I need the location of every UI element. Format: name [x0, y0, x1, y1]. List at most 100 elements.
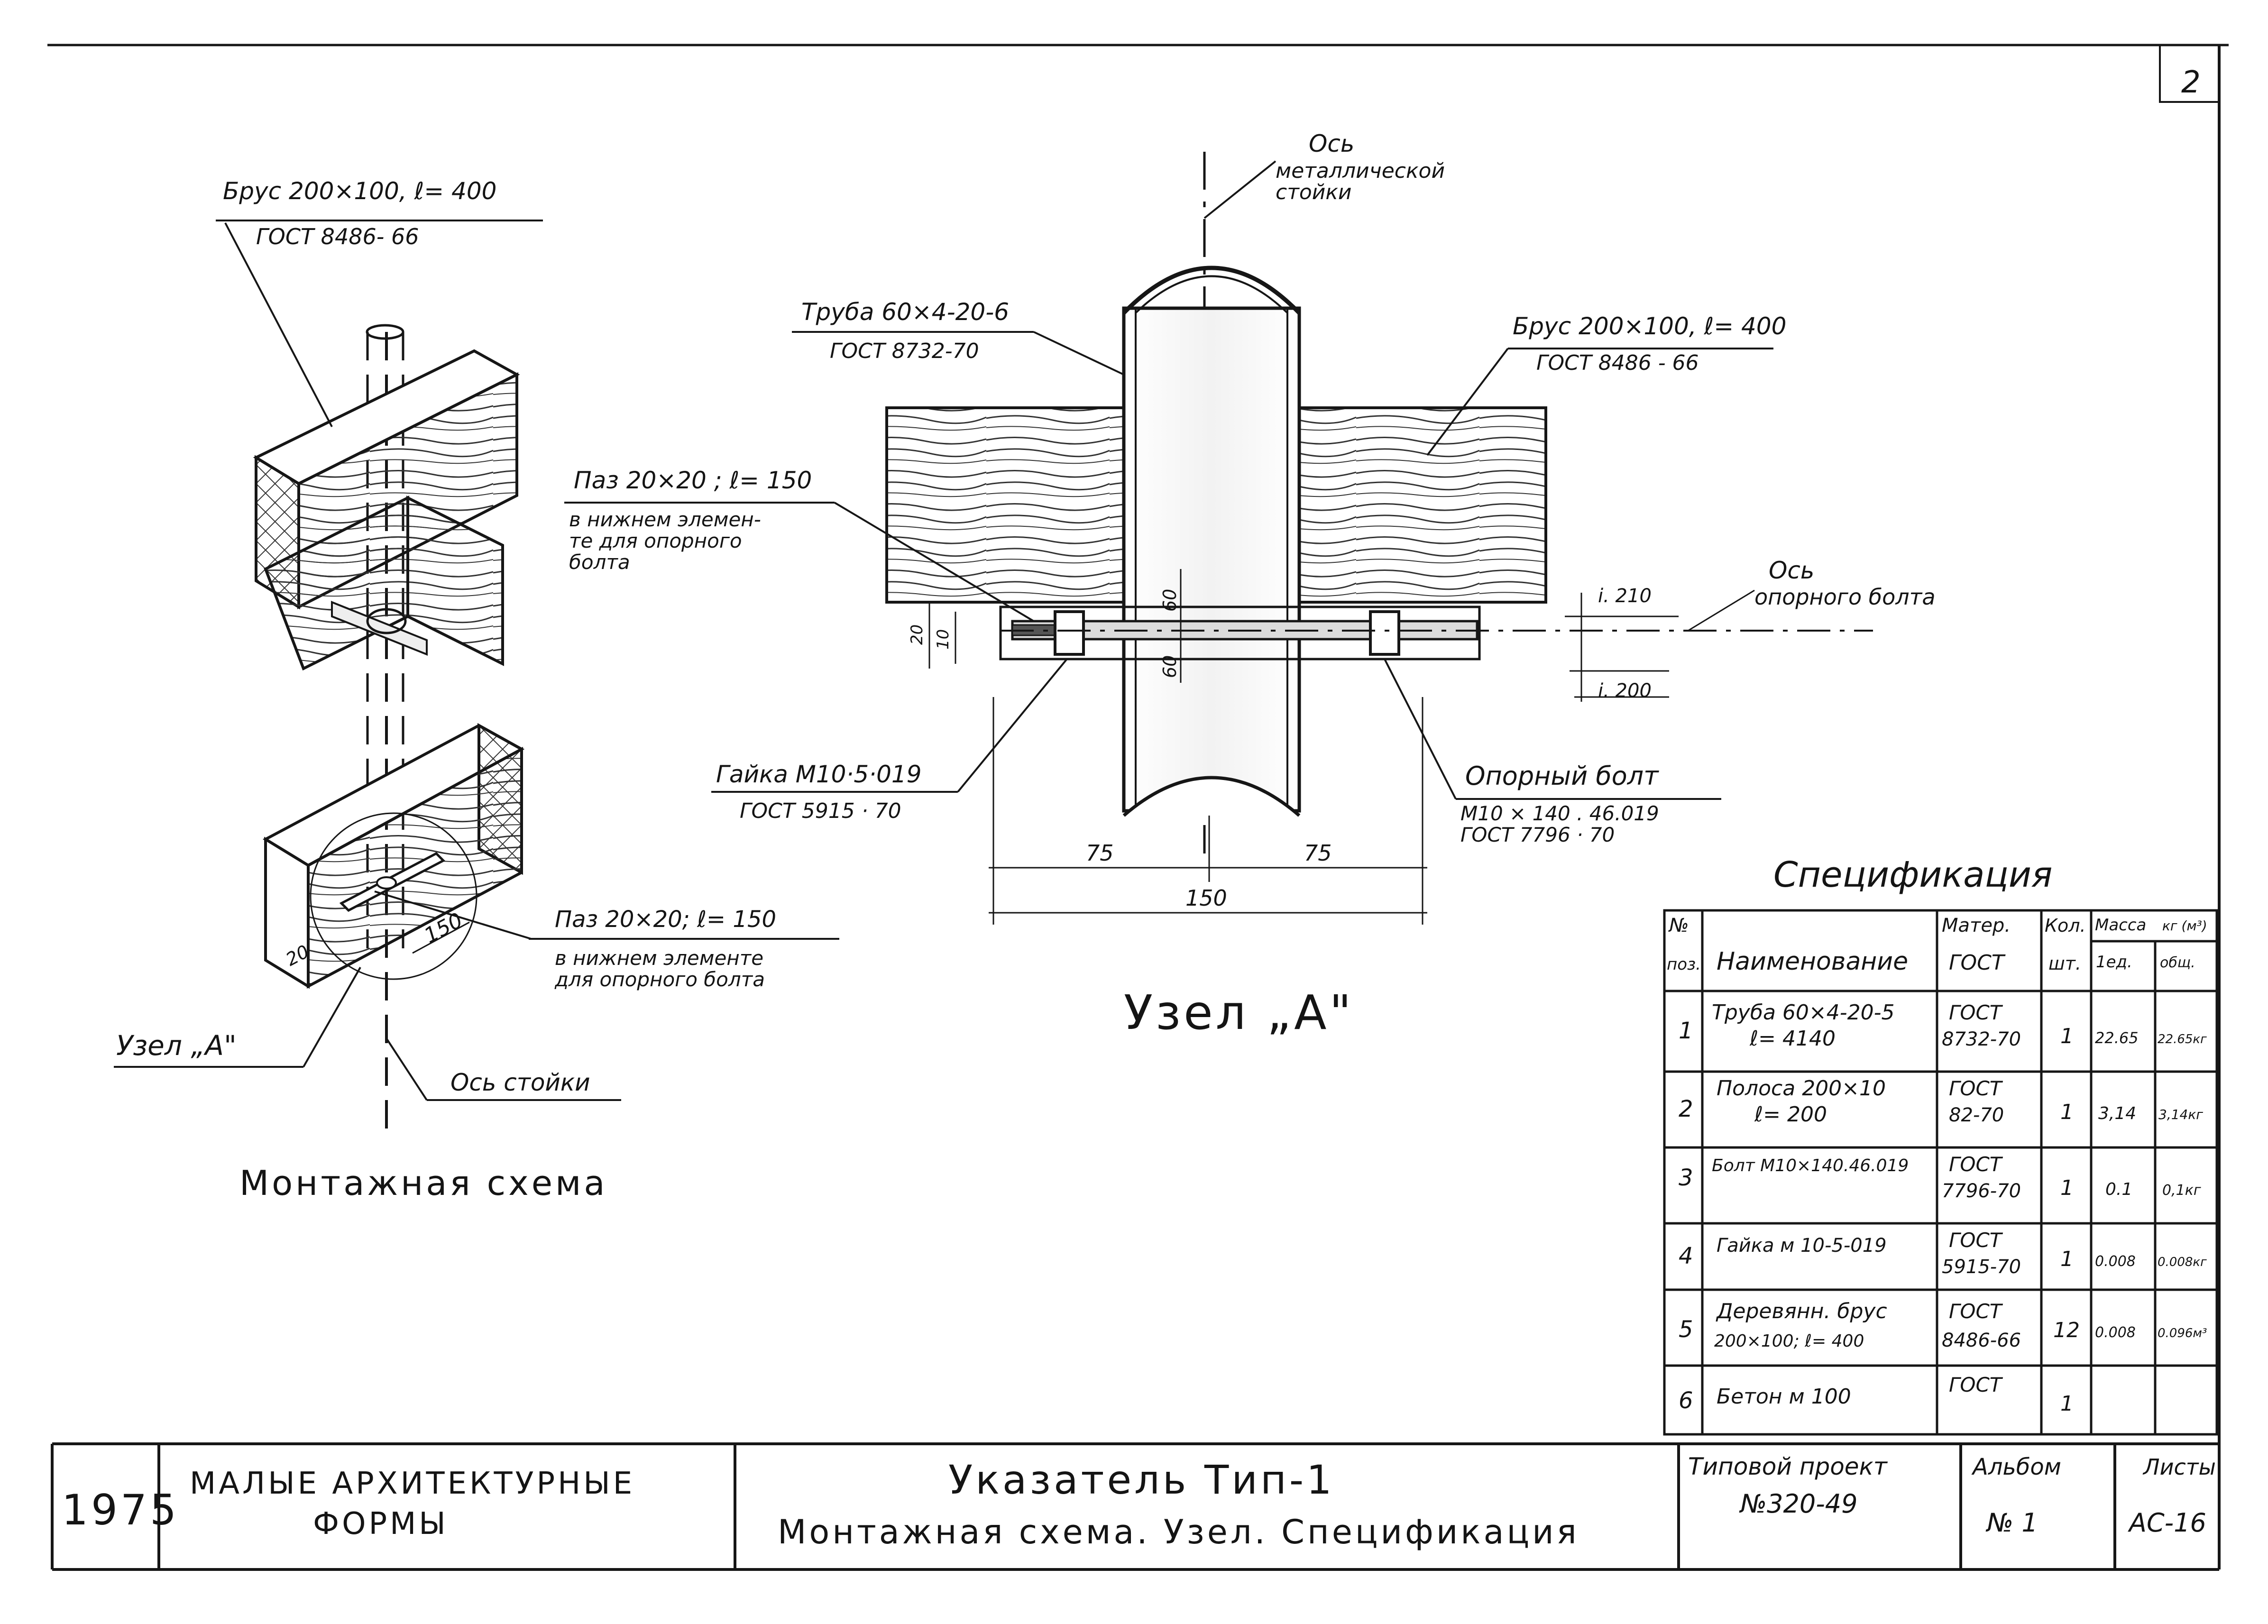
row-unit: 0.1	[2105, 1180, 2132, 1199]
hdr-pos-1: №	[1668, 915, 1689, 936]
row-mat: ГОСТ	[1949, 1001, 2003, 1024]
sheet-number-box: 2	[2159, 45, 2219, 103]
row-pos: 3	[1679, 1165, 1693, 1191]
row-unit: 22.65	[2095, 1029, 2139, 1047]
hdr-mass-1: Масса	[2095, 916, 2146, 935]
row-qty: 1	[2060, 1247, 2074, 1271]
gaika-size: Гайка М10·5·019	[716, 761, 922, 788]
pipe	[1122, 266, 1301, 817]
row-name: Бетон м 100	[1717, 1385, 1851, 1409]
table-row: 1 Труба 60×4-20-5 ℓ= 4140 ГОСТ 8732-70 1…	[1679, 1000, 2207, 1051]
os-bolt-1: Ось	[1769, 557, 1814, 584]
dim-20: 20	[908, 624, 927, 645]
paz-mid-size: Паз 20×20 ; ℓ= 150	[574, 467, 812, 494]
row-total: 0.008кг	[2158, 1255, 2207, 1269]
brus-right-gost: ГОСТ 8486 - 66	[1536, 351, 1699, 375]
dim-75-right: 75	[1304, 840, 1332, 866]
table-row: 4 Гайка м 10-5-019 ГОСТ 5915-70 1 0.008 …	[1679, 1229, 2207, 1278]
row-name-2: ℓ= 200	[1754, 1102, 1827, 1127]
paz-left-line3: для опорного болта	[554, 968, 765, 991]
groove-channel	[999, 606, 1481, 661]
truba-gost: ГОСТ 8732-70	[830, 339, 979, 363]
spec-grid	[1663, 909, 2218, 1436]
brus-top-gost: ГОСТ 8486- 66	[256, 224, 419, 249]
sheet-code: АС-16	[2128, 1508, 2206, 1538]
row-qty: 1	[2060, 1100, 2074, 1124]
hdr-mat-1: Матер.	[1942, 915, 2011, 936]
org-line-2: ФОРМЫ	[313, 1506, 449, 1541]
gaika-gost: ГОСТ 5915 · 70	[740, 799, 901, 823]
row-mat: ГОСТ	[1949, 1153, 2003, 1176]
row-total: 22.65кг	[2158, 1032, 2207, 1046]
drawing-title-1: Указатель Тип-1	[948, 1457, 1335, 1503]
row-name-2: ℓ= 4140	[1749, 1027, 1836, 1051]
upper-beam-2	[264, 495, 504, 671]
row-unit: 0.008	[2095, 1324, 2136, 1341]
row-unit: 0.008	[2095, 1253, 2136, 1270]
table-row: 5 Деревянн. брус 200×100; ℓ= 400 ГОСТ 84…	[1679, 1299, 2207, 1351]
row-mat-2: 82-70	[1949, 1104, 2004, 1126]
paz-left-line2: в нижнем элементе	[555, 946, 763, 970]
year: 1975	[62, 1486, 179, 1534]
paz-mid-line2: в нижнем элемен-	[569, 508, 761, 531]
row-total: 3,14кг	[2158, 1107, 2203, 1122]
uzel-a-ref: Узел „А"	[116, 1029, 237, 1062]
slope-2: i. 200	[1598, 680, 1652, 702]
row-mat-2: 5915-70	[1942, 1256, 2021, 1278]
title-block: 1975 МАЛЫЕ АРХИТЕКТУРНЫЕ ФОРМЫ Указатель…	[62, 1444, 2216, 1569]
project-value: №320-49	[1739, 1489, 1857, 1519]
os-metal-1: Ось	[1309, 130, 1354, 157]
brus-right-size: Брус 200×100, ℓ= 400	[1513, 312, 1786, 340]
row-mat-2: 8486-66	[1942, 1330, 2021, 1351]
hdr-mass-2: кг (м³)	[2162, 918, 2207, 934]
hdr-mass-total: общ.	[2160, 954, 2195, 971]
hdr-mat-2: ГОСТ	[1949, 951, 2006, 975]
hdr-pos-2: поз.	[1667, 955, 1701, 974]
row-pos: 4	[1679, 1243, 1693, 1269]
montage-title: Монтажная схема	[239, 1163, 608, 1203]
detail-circle	[310, 812, 477, 980]
album-value: № 1	[1985, 1508, 2038, 1538]
row-name-2: 200×100; ℓ= 400	[1714, 1331, 1864, 1351]
montage-scheme: 150 20 Брус 200×100, ℓ= 400 ГОСТ 8486- 6…	[114, 177, 839, 1203]
os-metal-2: металлической	[1276, 159, 1445, 183]
row-total: 0,1кг	[2162, 1182, 2201, 1199]
os-stoyki-label: Ось стойки	[450, 1069, 590, 1096]
hdr-qty-1: Кол.	[2045, 915, 2086, 936]
row-pos: 6	[1679, 1387, 1693, 1414]
org-line-1: МАЛЫЕ АРХИТЕКТУРНЫЕ	[190, 1466, 635, 1501]
row-mat-2: 7796-70	[1942, 1180, 2021, 1202]
row-qty: 12	[2053, 1318, 2080, 1342]
bolt-gost: ГОСТ 7796 · 70	[1460, 823, 1615, 846]
brus-top-size: Брус 200×100, ℓ= 400	[223, 177, 496, 205]
row-name: Болт М10×140.46.019	[1712, 1156, 1909, 1175]
nut	[1054, 610, 1085, 656]
row-mat: ГОСТ	[1949, 1373, 2003, 1396]
row-total: 0.096м³	[2158, 1326, 2207, 1340]
truba-size: Труба 60×4-20-6	[801, 298, 1009, 326]
bolt-name: Опорный болт	[1465, 761, 1659, 791]
specification: Спецификация № поз. Наименование Матер. …	[1663, 854, 2218, 1436]
lower-beam	[262, 723, 525, 989]
sheet-frame	[47, 44, 2229, 1571]
row-qty: 1	[2060, 1392, 2074, 1416]
dim-60-a: 60	[1159, 589, 1180, 612]
beam-right	[1298, 406, 1547, 604]
dim-60-b: 60	[1159, 655, 1180, 678]
drawing-title-2: Монтажная схема. Узел. Спецификация	[778, 1513, 1579, 1551]
dim-75-left: 75	[1086, 840, 1114, 866]
paz-mid-line3: те для опорного	[569, 529, 742, 552]
row-qty: 1	[2060, 1024, 2074, 1048]
row-pos: 5	[1679, 1316, 1693, 1343]
node-a-title: Узел „А"	[1124, 985, 1354, 1040]
row-pos: 1	[1679, 1018, 1693, 1044]
node-a-section: Ось металлической стойки Ось опорного бо…	[564, 130, 1936, 1040]
row-pos: 2	[1679, 1096, 1693, 1122]
row-name: Гайка м 10-5-019	[1717, 1235, 1887, 1257]
album-label: Альбом	[1971, 1454, 2061, 1480]
slope-1: i. 210	[1598, 585, 1652, 607]
row-mat-2: 8732-70	[1942, 1028, 2021, 1050]
hdr-name: Наименование	[1717, 947, 1908, 976]
os-bolt-2: опорного болта	[1754, 584, 1936, 610]
hdr-qty-2: шт.	[2048, 953, 2081, 974]
